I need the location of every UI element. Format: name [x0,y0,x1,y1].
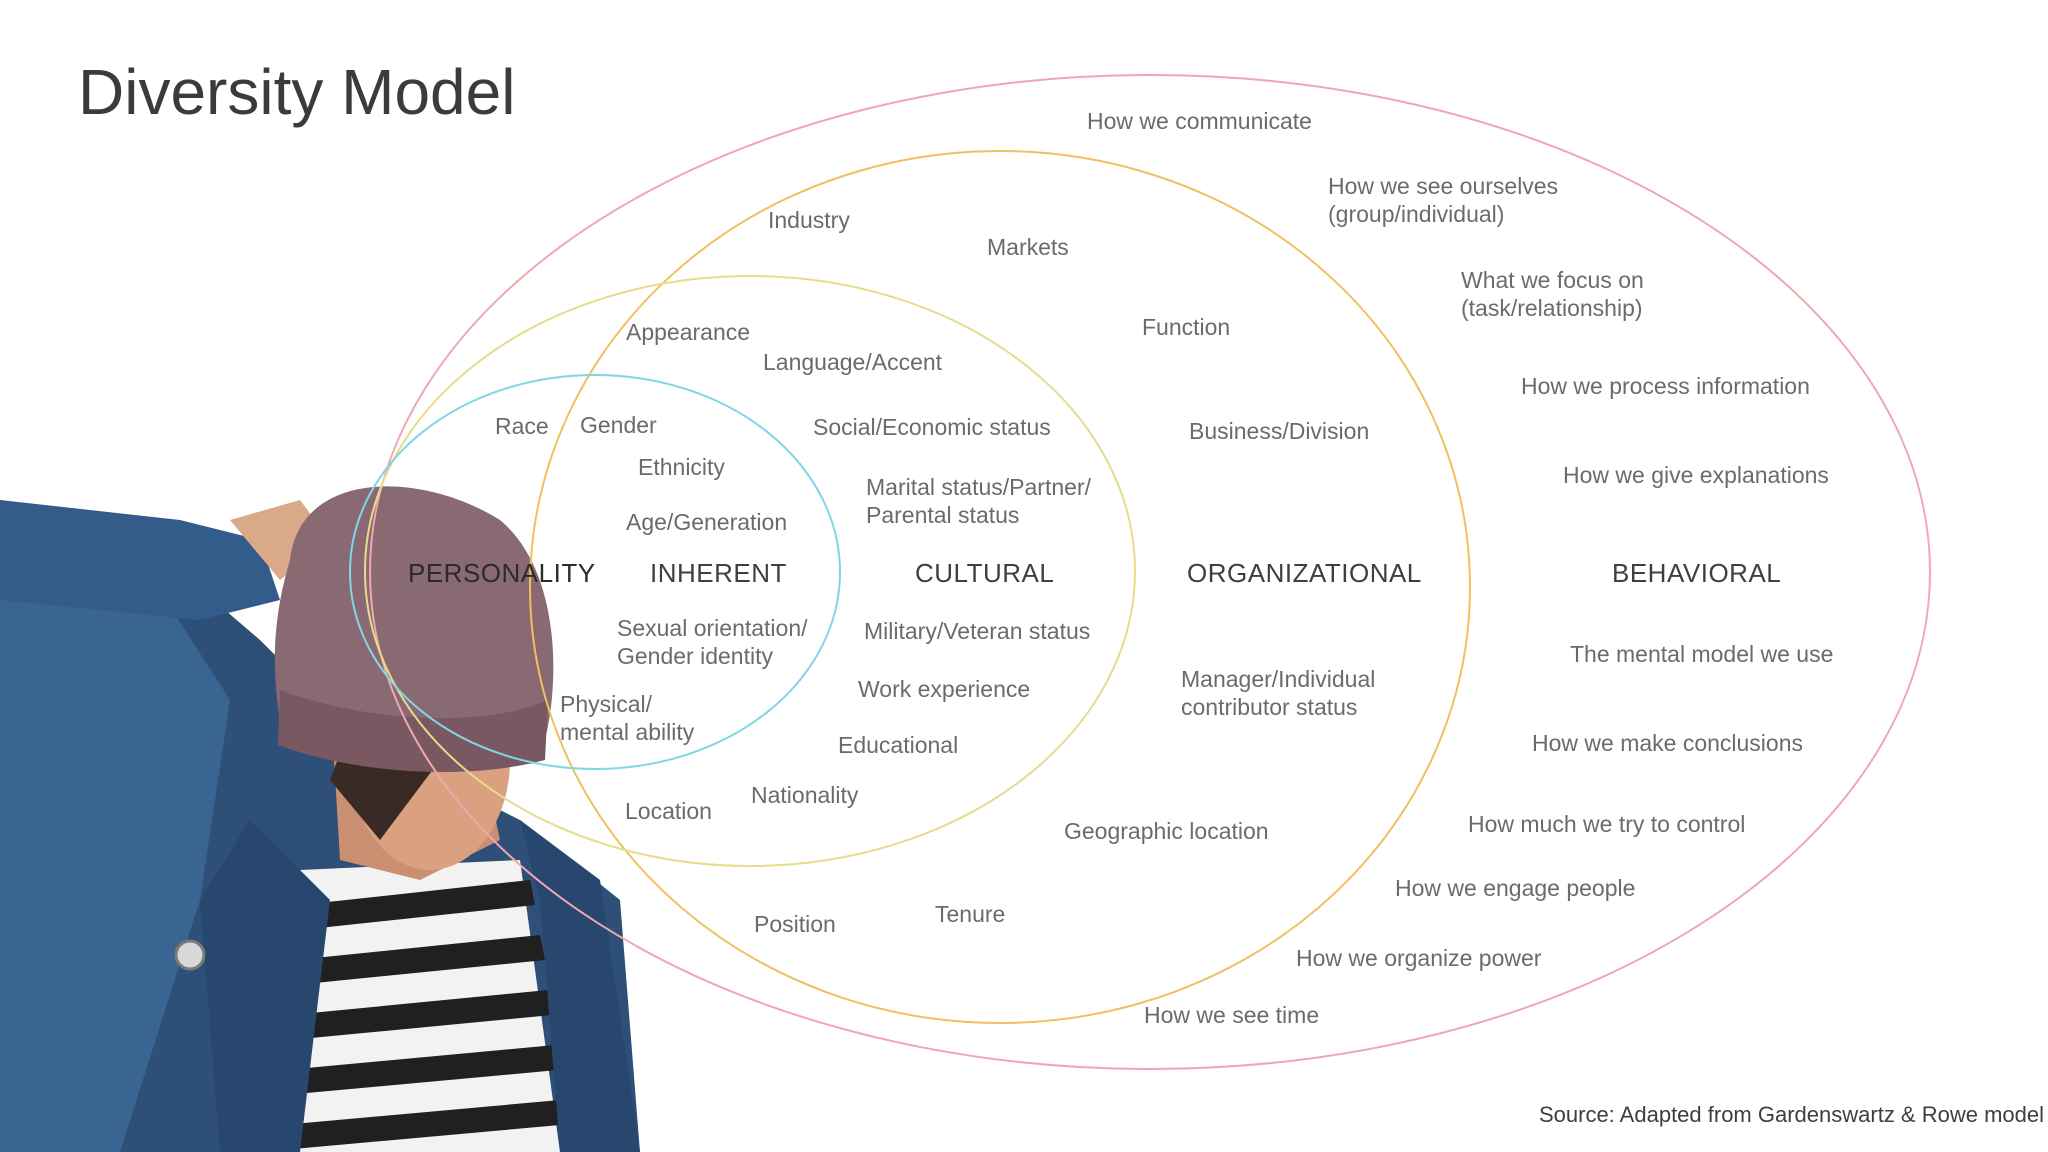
item-focus-on: What we focus on (task/relationship) [1461,267,1644,321]
item-organize-power: How we organize power [1296,945,1542,971]
item-location: Location [625,798,712,824]
item-social-economic: Social/Economic status [813,414,1051,440]
item-communicate: How we communicate [1087,108,1312,134]
item-mental-model: The mental model we use [1570,641,1834,667]
striped-shirt [280,860,560,1152]
item-see-ourselves: How we see ourselves (group/individual) [1328,173,1559,227]
item-language-accent: Language/Accent [763,349,943,375]
layer-cultural: CULTURAL [915,558,1055,588]
item-age-generation: Age/Generation [626,509,788,535]
item-markets: Markets [987,234,1069,260]
item-gender: Gender [580,412,657,438]
item-nationality: Nationality [751,782,859,808]
layer-behavioral: BEHAVIORAL [1612,558,1782,588]
behavioral-ring [369,74,1931,1070]
source-caption: Source: Adapted from Gardenswartz & Rowe… [1538,1102,2044,1127]
page-title: Diversity Model [78,56,516,128]
layer-organizational: ORGANIZATIONAL [1187,558,1422,588]
item-appearance: Appearance [626,319,751,345]
item-ethnicity: Ethnicity [638,454,725,480]
item-geographic-location: Geographic location [1064,818,1269,844]
inherent-ring [349,374,841,770]
item-process-information: How we process information [1521,373,1810,399]
item-military-veteran: Military/Veteran status [864,618,1091,644]
item-engage-people: How we engage people [1395,875,1636,901]
item-position: Position [754,911,836,937]
item-physical-ability: Physical/ mental ability [560,691,695,745]
organizational-ring [529,150,1471,1024]
item-educational: Educational [838,732,959,758]
item-race: Race [495,413,549,439]
item-sexual-orientation: Sexual orientation/ Gender identity [617,615,808,669]
item-industry: Industry [768,207,850,233]
item-make-conclusions: How we make conclusions [1532,730,1804,756]
cultural-ring [364,275,1136,867]
item-see-time: How we see time [1144,1002,1320,1028]
item-manager-status: Manager/Individual contributor status [1181,666,1376,720]
item-marital-status: Marital status/Partner/ Parental status [866,474,1091,528]
item-work-experience: Work experience [858,676,1031,702]
item-give-explanations: How we give explanations [1563,462,1829,488]
item-try-to-control: How much we try to control [1468,811,1746,837]
layer-inherent: INHERENT [650,558,787,588]
item-tenure: Tenure [935,901,1006,927]
item-function: Function [1142,314,1231,340]
layer-personality: PERSONALITY [408,558,596,588]
item-business-division: Business/Division [1189,418,1370,444]
